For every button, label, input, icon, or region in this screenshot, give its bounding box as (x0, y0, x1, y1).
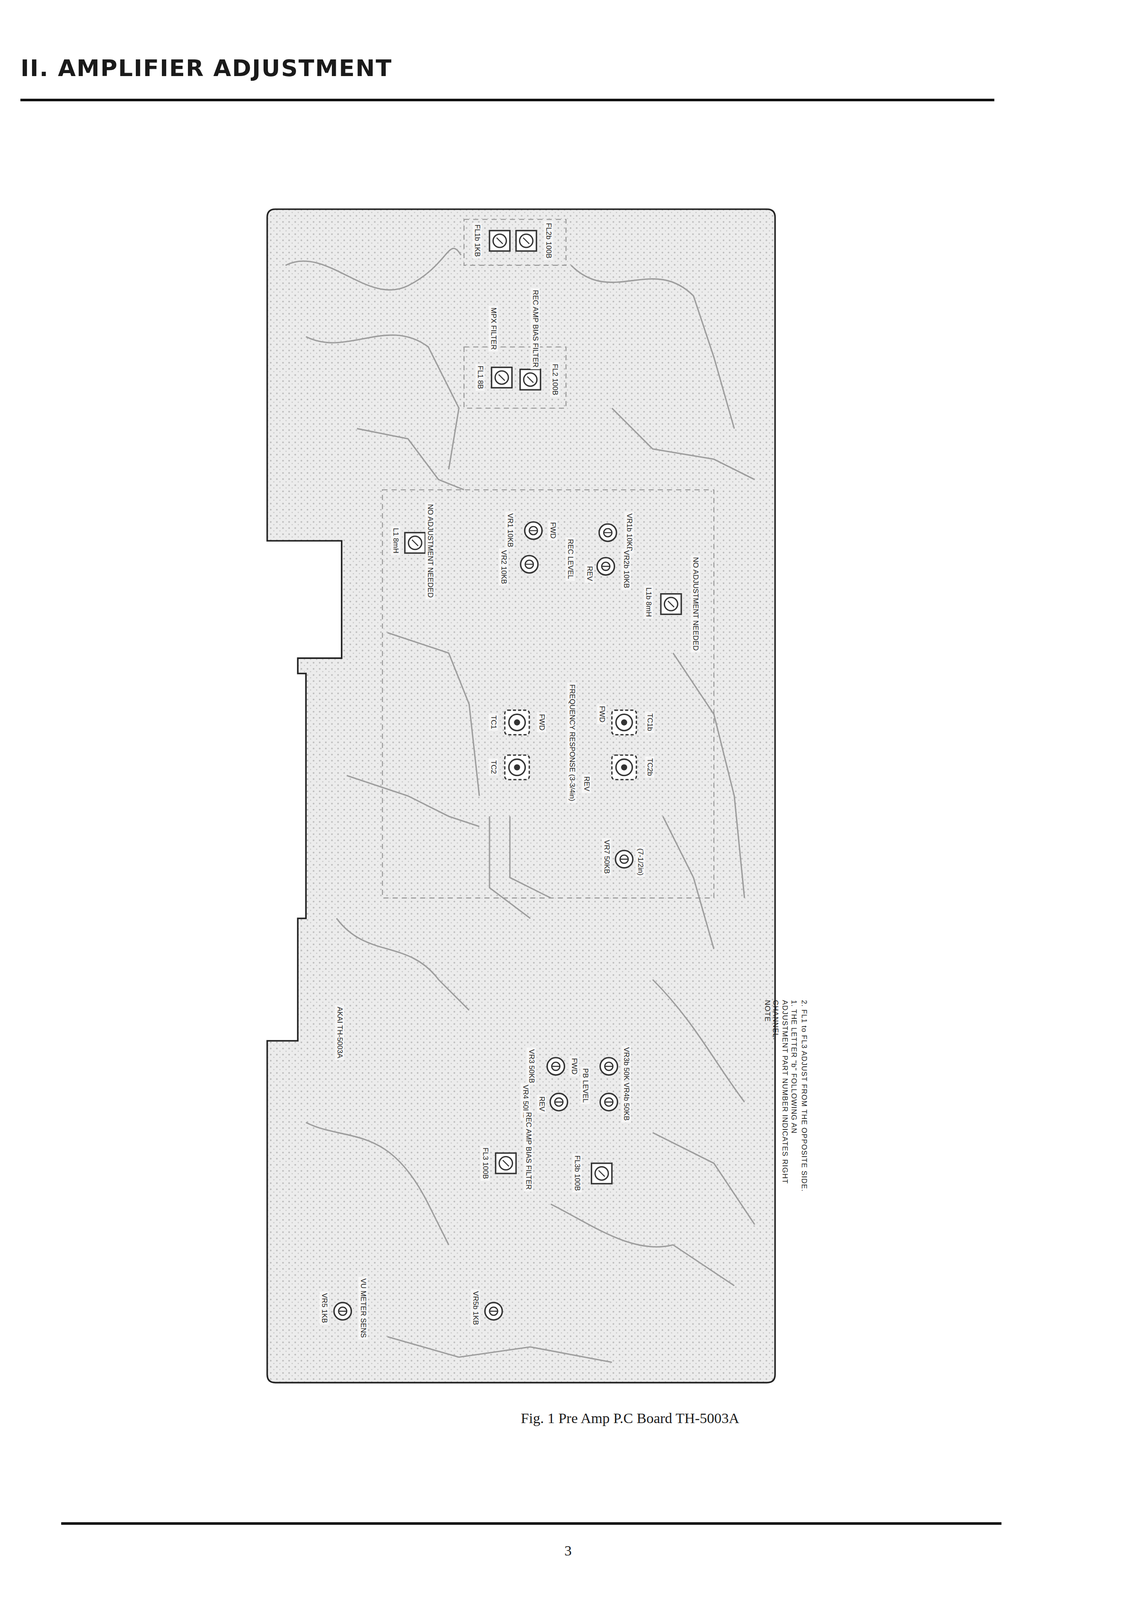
figure-caption: Fig. 1 Pre Amp P.C Board TH-5003A (520, 1409, 740, 1426)
part-label: NO ADJUSTMENT NEEDED (425, 502, 436, 600)
part-label: REV (536, 1094, 547, 1113)
trimmer-pot (334, 1302, 352, 1320)
part-label: TC2 (489, 758, 499, 776)
trimmer-capacitor (504, 754, 530, 780)
trace (346, 775, 480, 827)
part-label: VR2 10KB (499, 548, 509, 586)
page-number: 3 (564, 1542, 572, 1559)
part-label: VR1 10KB (505, 511, 515, 549)
trimmer-pot (600, 1057, 618, 1075)
filter-coil (495, 1152, 517, 1174)
part-label: REC AMP BIAS FILTER (530, 287, 541, 370)
trace (305, 1122, 449, 1245)
part-label: TC1b (645, 711, 655, 733)
part-label: PB LEVEL (580, 1066, 591, 1104)
trimmer-capacitor (504, 709, 530, 735)
section-outline (463, 219, 566, 265)
part-label: FL2 100B (550, 361, 560, 397)
traces (285, 248, 755, 1362)
part-label: (7-1/2in) (635, 846, 646, 877)
board-outline (266, 208, 775, 1382)
section-outline (382, 489, 714, 898)
part-label: NO ADJUSTMENT NEEDED (690, 555, 701, 653)
trimmer-pot (597, 557, 615, 575)
part-label: FL2b 100B (544, 221, 554, 261)
part-label: TC1 (489, 713, 499, 731)
part-label: VR5 1KB (319, 1290, 329, 1325)
trace (510, 815, 551, 898)
filter-coil (489, 230, 511, 252)
trace (662, 815, 714, 949)
trace (387, 1336, 612, 1362)
part-label: FWD (548, 520, 558, 541)
trace (336, 917, 470, 1010)
part-label: VR5b 1KB (470, 1288, 481, 1326)
coil (660, 593, 682, 615)
part-label: FWD (569, 1055, 579, 1076)
part-label: REV (581, 774, 592, 793)
note-text: 1. THE LETTER "b" FOLLOWING AN ADJUSTMEN… (771, 999, 799, 1184)
trace (611, 407, 755, 480)
trace (652, 1132, 755, 1224)
trimmer-pot (550, 1092, 568, 1111)
trimmer-capacitor (611, 754, 637, 780)
part-label: FWD (597, 703, 607, 725)
filter-coil (491, 367, 513, 388)
part-label: FL3 100B (480, 1145, 491, 1181)
part-label: L1 8mH (391, 526, 401, 556)
section-outline (463, 346, 566, 408)
part-label: FWD (536, 712, 547, 733)
trace (285, 248, 461, 290)
part-label: REC LEVEL (565, 537, 575, 581)
part-label: FL1 8B (475, 363, 486, 391)
part-label: VR2b 10KB (621, 548, 631, 590)
part-label: MPX FILTER (489, 305, 499, 352)
part-label: TC2b (645, 756, 655, 778)
part-label: L1b 8mH (644, 585, 654, 619)
part-label: VU METER SENS (358, 1275, 368, 1339)
trimmer-pot (524, 521, 543, 540)
filter-coil (516, 230, 537, 252)
part-label: VR4b 50KB (621, 1080, 631, 1123)
part-label: VR1b 10KB (624, 511, 634, 554)
part-label: REC AMP BIAS FILTER (523, 1109, 534, 1191)
trimmer-capacitor (611, 709, 637, 735)
trace (387, 632, 480, 796)
note-text: NOTE (762, 999, 772, 1022)
trace (550, 1203, 735, 1286)
rule (61, 1521, 1002, 1525)
part-label: FL3b 100B (572, 1153, 582, 1193)
part-label: FREQUENCY RESPONSE (3-3/4in) (567, 682, 578, 803)
part-label: VR3 50KB (526, 1046, 537, 1085)
part-label: AKAI TH-5003A (334, 1004, 345, 1060)
note-text: 2. FL1 to FL3 ADJUST FROM THE OPPOSITE S… (799, 999, 809, 1192)
rule (20, 98, 995, 102)
trimmer-pot (600, 1092, 618, 1111)
trace (673, 652, 745, 898)
filter-coil (591, 1162, 613, 1184)
filter-coil (520, 369, 541, 390)
trimmer-pot (547, 1057, 565, 1075)
trimmer-pot (484, 1302, 503, 1320)
coil (404, 532, 426, 553)
trace (652, 979, 745, 1102)
trace (357, 428, 465, 490)
part-label: FL1b 1KB (472, 222, 483, 259)
trace (305, 334, 459, 470)
trimmer-pot (520, 555, 539, 573)
part-label: VR7 50KB (602, 838, 612, 876)
trimmer-pot (615, 850, 634, 868)
trace (571, 265, 735, 429)
trimmer-pot (599, 523, 617, 542)
page-title: II. AMPLIFIER ADJUSTMENT (20, 54, 393, 82)
part-label: REV (584, 563, 595, 583)
